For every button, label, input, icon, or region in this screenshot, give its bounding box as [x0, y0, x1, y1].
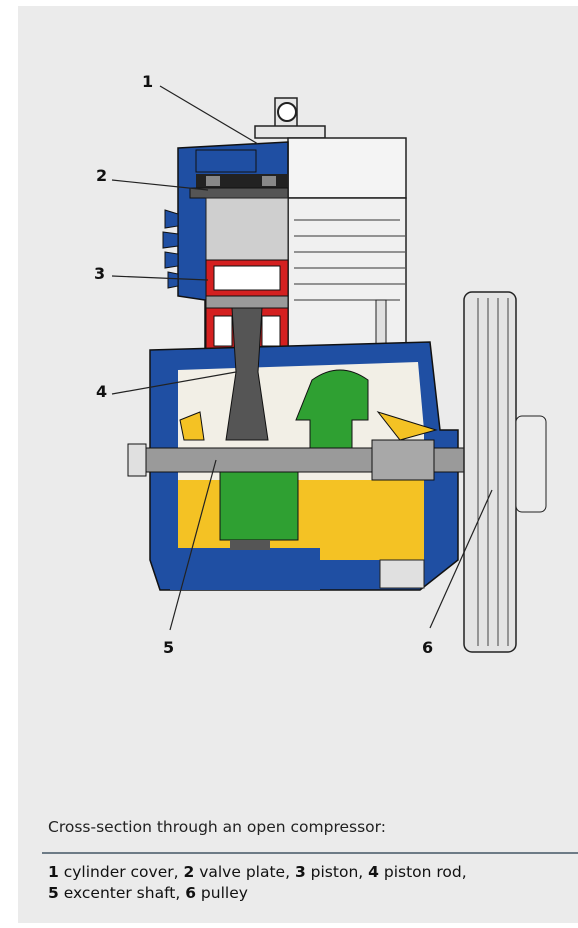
legend-text: piston rod, — [378, 863, 467, 881]
legend-text: piston, — [305, 863, 369, 881]
legend-num: 6 — [185, 884, 196, 902]
bearings — [179, 411, 438, 441]
shaft-seal — [371, 439, 435, 481]
figure-caption: Cross-section through an open compressor… — [48, 818, 386, 836]
top-fitting — [254, 97, 326, 139]
callout-6: 6 — [422, 638, 434, 657]
legend-text: pulley — [196, 884, 248, 902]
cylinder-cover — [195, 149, 288, 188]
callout-4: 4 — [96, 382, 108, 401]
shaft-nut — [127, 443, 147, 477]
callout-3: 3 — [94, 264, 106, 283]
legend-text: excenter shaft, — [58, 884, 186, 902]
cylinder-fins-right — [287, 137, 407, 349]
legend-num: 2 — [183, 863, 195, 881]
callout-1: 1 — [142, 72, 154, 91]
callout-2: 2 — [96, 166, 108, 185]
compressor-cross-section — [111, 85, 547, 653]
crank-web — [219, 369, 369, 550]
legend-text: valve plate, — [194, 863, 295, 881]
legend-num: 3 — [294, 863, 306, 881]
legend-num: 4 — [368, 863, 379, 881]
leader-lines — [111, 85, 493, 631]
cylinder-bore — [205, 197, 289, 261]
pulley — [463, 291, 547, 653]
legend-num: 5 — [48, 884, 59, 902]
figure-legend: 1 cylinder cover, 2 valve plate, 3 pisto… — [48, 862, 568, 904]
legend-num: 1 — [48, 863, 59, 881]
caption-divider — [42, 852, 578, 854]
legend-text: cylinder cover, — [58, 863, 184, 881]
callout-5: 5 — [163, 638, 175, 657]
